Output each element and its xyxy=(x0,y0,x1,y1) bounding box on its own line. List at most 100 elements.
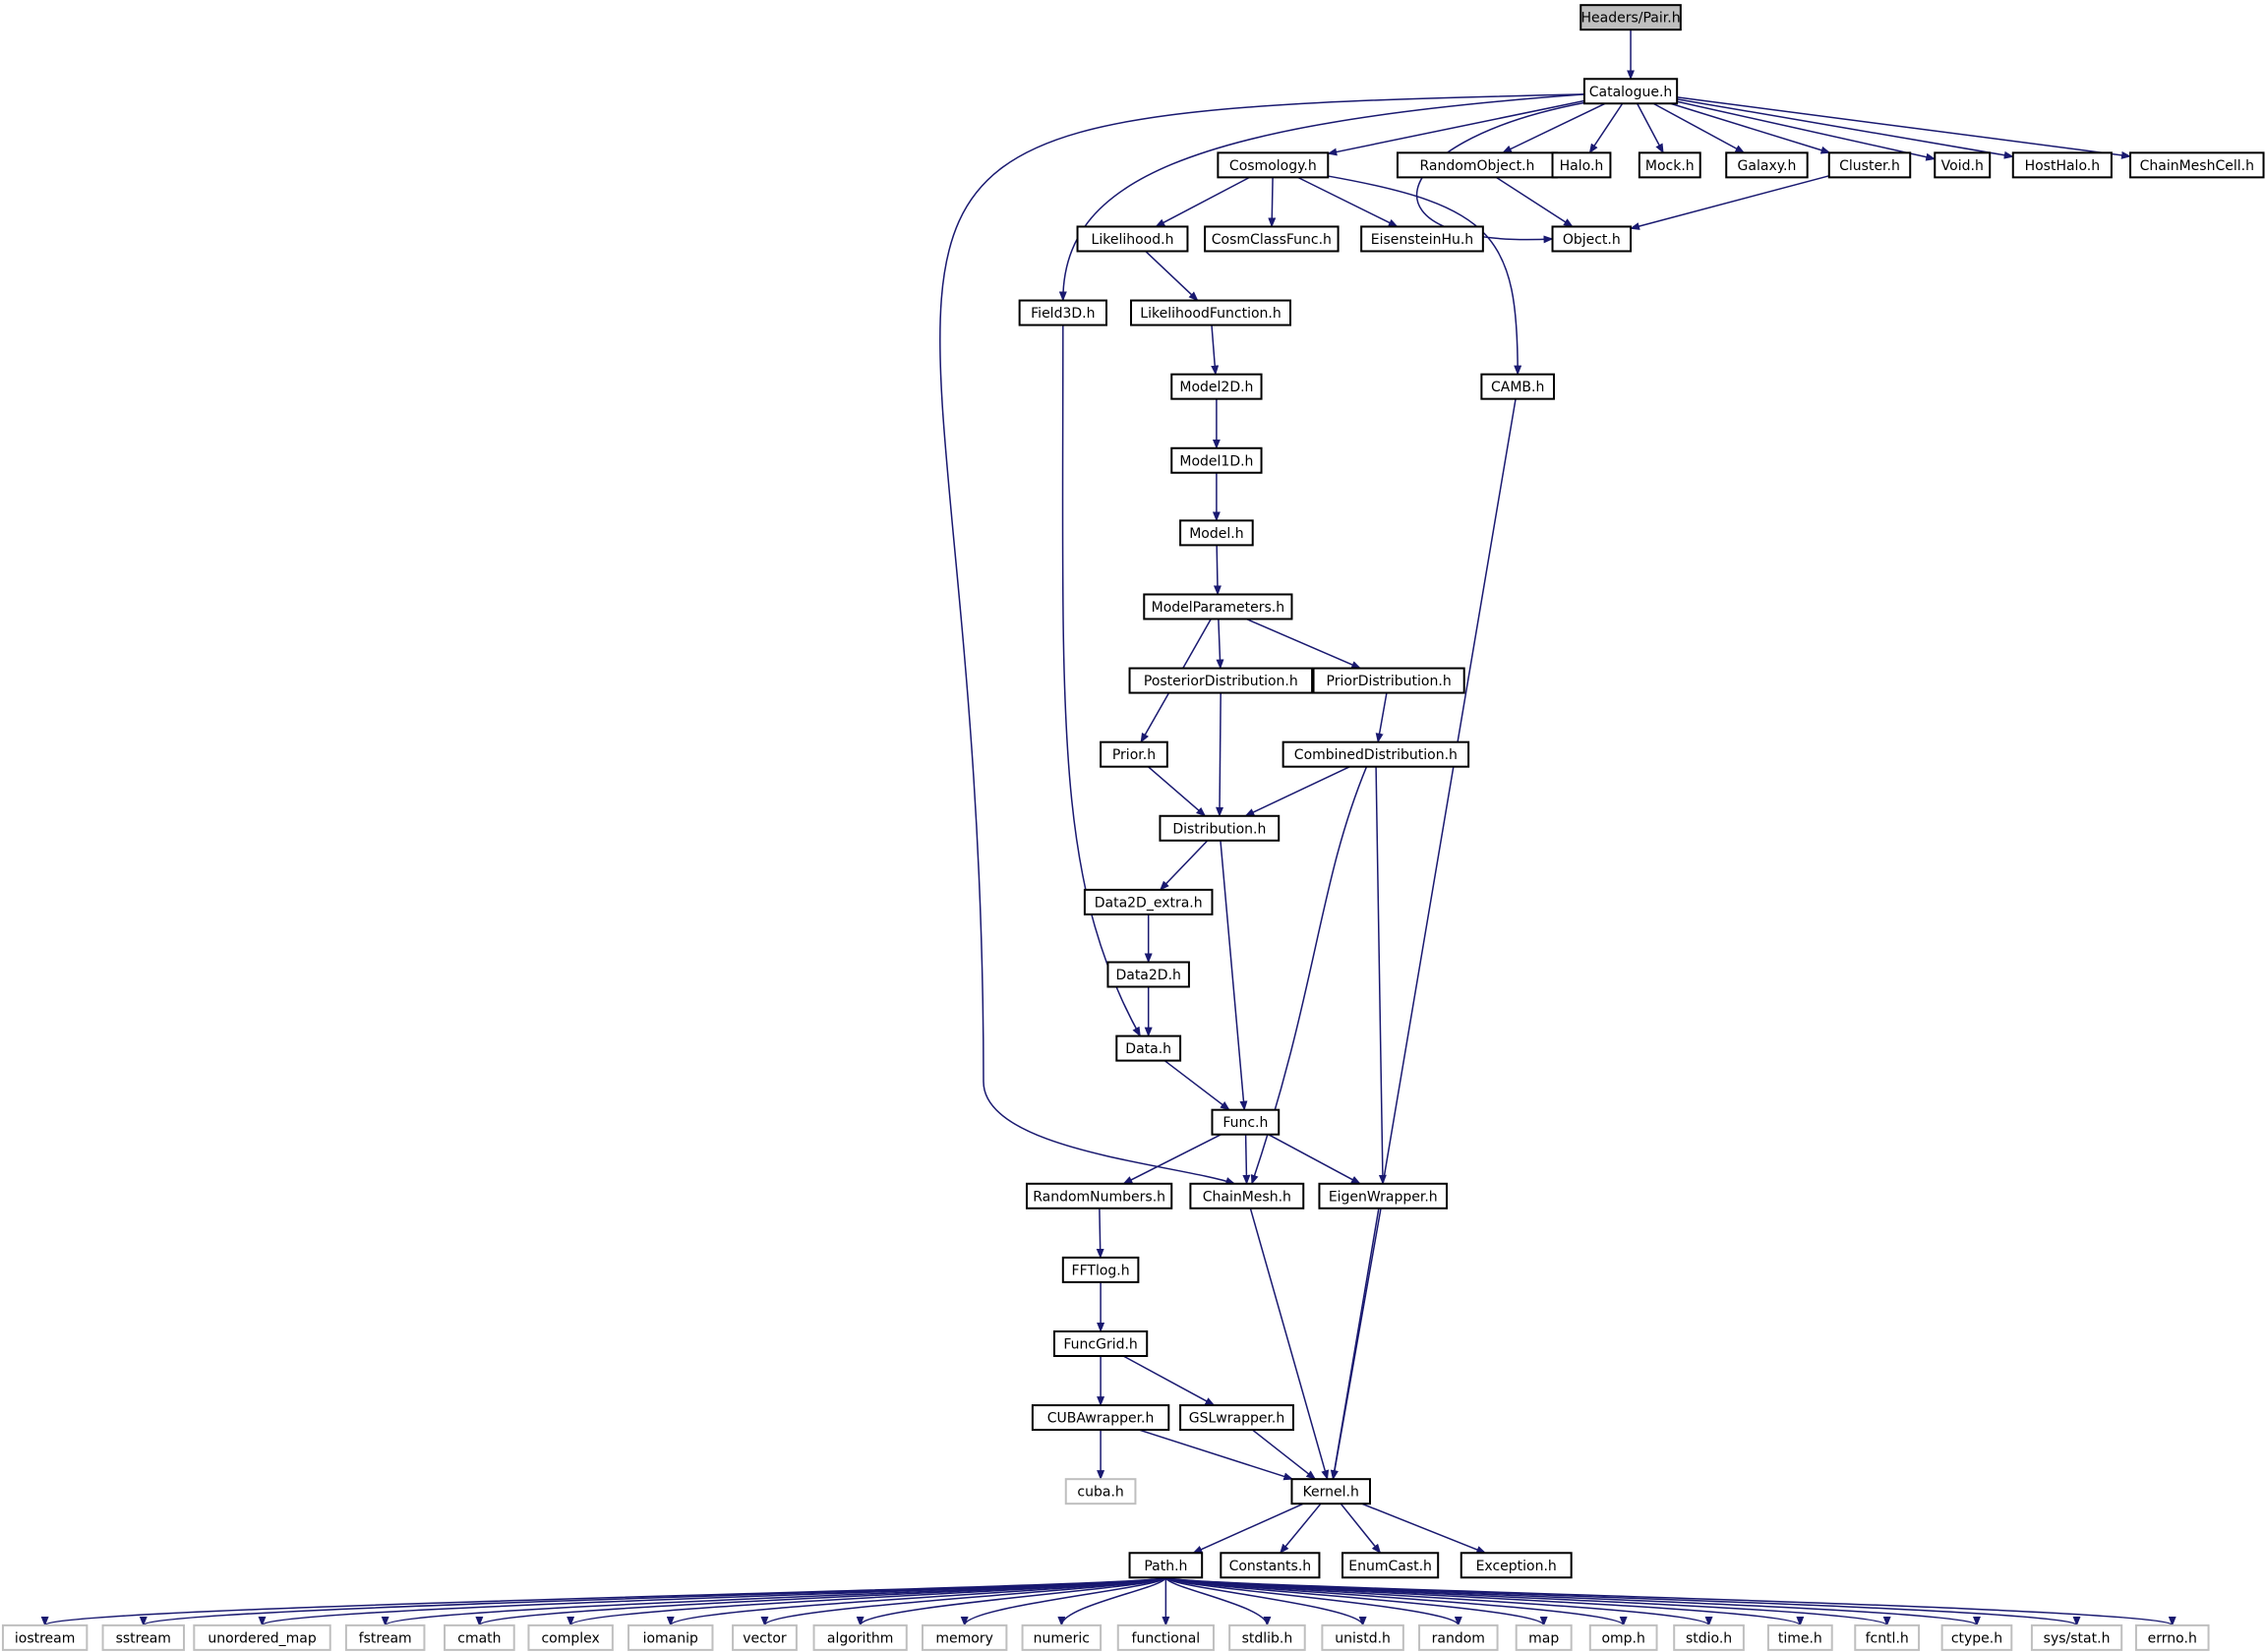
node-box-model1d xyxy=(1170,446,1263,474)
node-path[interactable]: Path.h xyxy=(1128,1552,1204,1579)
node-box-gslwrapper xyxy=(1179,1404,1294,1432)
node-fftlog[interactable]: FFTlog.h xyxy=(1061,1256,1140,1283)
node-label-galaxy: Galaxy.h xyxy=(1738,158,1797,174)
node-box-catalogue xyxy=(1582,78,1679,105)
node-mock[interactable]: Mock.h xyxy=(1638,151,1701,179)
edge-chainmesh-to-kernel xyxy=(1249,1208,1330,1481)
node-label-model2d: Model2D.h xyxy=(1179,380,1253,395)
node-label-likelihoodfunction: LikelihoodFunction.h xyxy=(1140,306,1281,322)
node-box-kernel xyxy=(1290,1478,1371,1505)
node-likelihoodfunction[interactable]: LikelihoodFunction.h xyxy=(1130,299,1291,326)
node-label-data2d: Data2D.h xyxy=(1115,968,1180,983)
node-likelihood[interactable]: Likelihood.h xyxy=(1076,225,1189,253)
node-label-eisensteinhu: EisensteinHu.h xyxy=(1371,232,1473,248)
node-randomobject[interactable]: RandomObject.h xyxy=(1396,151,1558,179)
node-func[interactable]: Func.h xyxy=(1211,1108,1281,1136)
node-stdlib: stdlib.h xyxy=(1228,1623,1306,1651)
node-box-enumcast xyxy=(1341,1552,1440,1579)
node-data2dextra[interactable]: Data2D_extra.h xyxy=(1083,888,1214,915)
edge-kernel-to-exception xyxy=(1361,1503,1487,1554)
node-cosmology[interactable]: Cosmology.h xyxy=(1217,151,1330,179)
edge-prior-to-distribution xyxy=(1147,766,1207,817)
node-chainmesh[interactable]: ChainMesh.h xyxy=(1189,1182,1305,1210)
node-box-galaxy xyxy=(1725,151,1809,179)
node-box-distribution xyxy=(1159,814,1281,842)
node-box-time xyxy=(1766,1623,1833,1651)
edge-func-to-eigenwrapper xyxy=(1268,1134,1361,1185)
node-label-ctype: ctype.h xyxy=(1951,1630,2002,1646)
node-pair[interactable]: Headers/Pair.h xyxy=(1580,4,1682,31)
node-eisensteinhu[interactable]: EisensteinHu.h xyxy=(1360,225,1484,253)
node-cosmclassfunc[interactable]: CosmClassFunc.h xyxy=(1204,225,1340,253)
node-label-model: Model.h xyxy=(1189,526,1243,542)
node-box-cmath xyxy=(444,1623,515,1651)
node-halo[interactable]: Halo.h xyxy=(1551,151,1612,179)
node-iomanip: iomanip xyxy=(627,1623,714,1651)
node-prior[interactable]: Prior.h xyxy=(1100,740,1168,768)
node-model2d[interactable]: Model2D.h xyxy=(1170,373,1263,400)
node-chainmeshcell[interactable]: ChainMeshCell.h xyxy=(2129,151,2265,179)
node-fstream: fstream xyxy=(344,1623,426,1651)
node-box-algorithm xyxy=(812,1623,908,1651)
node-catalogue[interactable]: Catalogue.h xyxy=(1582,78,1679,105)
node-label-modelparameters: ModelParameters.h xyxy=(1152,600,1285,616)
edge-modelparameters-to-priordistribution xyxy=(1245,618,1362,670)
node-box-sstream xyxy=(101,1623,186,1651)
node-camb[interactable]: CAMB.h xyxy=(1480,373,1555,400)
node-hosthalo[interactable]: HostHalo.h xyxy=(2011,151,2113,179)
node-field3d[interactable]: Field3D.h xyxy=(1018,299,1107,326)
node-cmath: cmath xyxy=(444,1623,515,1651)
edge-path-to-stdlib xyxy=(1164,1576,1272,1626)
edges-layer xyxy=(41,30,2176,1626)
node-label-fstream: fstream xyxy=(359,1630,412,1646)
edge-gslwrapper-to-kernel xyxy=(1251,1429,1317,1480)
node-box-funcgrid xyxy=(1052,1329,1149,1357)
node-combineddistribution[interactable]: CombinedDistribution.h xyxy=(1282,740,1470,768)
edge-catalogue-to-hosthalo xyxy=(1677,98,2014,159)
node-complex: complex xyxy=(527,1623,614,1651)
node-void[interactable]: Void.h xyxy=(1934,151,1992,179)
node-label-likelihood: Likelihood.h xyxy=(1092,232,1174,248)
edge-randomobject-to-object xyxy=(1495,176,1574,228)
node-enumcast[interactable]: EnumCast.h xyxy=(1341,1552,1440,1579)
node-box-ctype xyxy=(1940,1623,2013,1651)
node-omp: omp.h xyxy=(1588,1623,1658,1651)
node-object[interactable]: Object.h xyxy=(1551,225,1633,253)
node-exception[interactable]: Exception.h xyxy=(1460,1552,1573,1579)
node-box-omp xyxy=(1588,1623,1658,1651)
node-posteriordistribution[interactable]: PosteriorDistribution.h xyxy=(1128,667,1314,694)
edge-priordistribution-to-combineddistribution xyxy=(1375,692,1388,743)
node-data2d[interactable]: Data2D.h xyxy=(1106,961,1190,988)
node-gslwrapper[interactable]: GSLwrapper.h xyxy=(1179,1404,1294,1432)
node-galaxy[interactable]: Galaxy.h xyxy=(1725,151,1809,179)
node-kernel[interactable]: Kernel.h xyxy=(1290,1478,1371,1505)
node-label-path: Path.h xyxy=(1144,1559,1187,1574)
node-label-combineddistribution: CombinedDistribution.h xyxy=(1294,747,1458,763)
node-model1d[interactable]: Model1D.h xyxy=(1170,446,1263,474)
edge-catalogue-to-cluster xyxy=(1670,102,1831,154)
node-box-unordered_map xyxy=(193,1623,331,1651)
edge-funcgrid-to-gslwrapper xyxy=(1122,1355,1216,1406)
node-box-fcntl xyxy=(1854,1623,1921,1651)
node-funcgrid[interactable]: FuncGrid.h xyxy=(1052,1329,1149,1357)
node-algorithm: algorithm xyxy=(812,1623,908,1651)
node-constants[interactable]: Constants.h xyxy=(1220,1552,1321,1579)
node-box-data xyxy=(1115,1034,1182,1062)
node-label-distribution: Distribution.h xyxy=(1172,821,1266,837)
node-box-iostream xyxy=(1,1623,89,1651)
node-cubawrapper[interactable]: CUBAwrapper.h xyxy=(1031,1404,1170,1432)
node-data[interactable]: Data.h xyxy=(1115,1034,1182,1062)
node-label-chainmesh: ChainMesh.h xyxy=(1203,1189,1291,1205)
edge-func-to-randomnumbers xyxy=(1122,1134,1222,1185)
node-eigenwrapper[interactable]: EigenWrapper.h xyxy=(1318,1182,1449,1210)
node-priordistribution[interactable]: PriorDistribution.h xyxy=(1312,667,1465,694)
node-label-randomnumbers: RandomNumbers.h xyxy=(1033,1189,1165,1205)
node-label-enumcast: EnumCast.h xyxy=(1348,1559,1432,1574)
node-cluster[interactable]: Cluster.h xyxy=(1827,151,1912,179)
node-model[interactable]: Model.h xyxy=(1179,519,1254,547)
node-label-field3d: Field3D.h xyxy=(1031,306,1095,322)
node-distribution[interactable]: Distribution.h xyxy=(1159,814,1281,842)
node-modelparameters[interactable]: ModelParameters.h xyxy=(1143,593,1293,620)
node-fcntl: fcntl.h xyxy=(1854,1623,1921,1651)
node-randomnumbers[interactable]: RandomNumbers.h xyxy=(1026,1182,1173,1210)
